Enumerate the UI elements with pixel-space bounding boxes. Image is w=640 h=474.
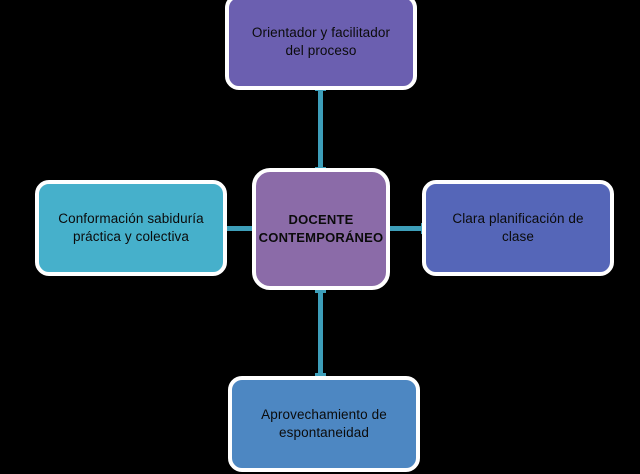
node-bottom-label: Aprovechamiento de espontaneidad <box>261 406 387 440</box>
connector-center-to-left <box>222 226 258 231</box>
connector-center-to-top <box>318 86 323 172</box>
node-docente-contemporaneo[interactable]: DOCENTE CONTEMPORÁNEO <box>252 168 390 290</box>
connector-center-to-bottom <box>318 288 323 378</box>
node-center-label: DOCENTE CONTEMPORÁNEO <box>258 211 384 245</box>
node-clara-planificacion[interactable]: Clara planificación de clase <box>422 180 614 276</box>
node-orientador-facilitador[interactable]: Orientador y facilitador del proceso <box>225 0 417 90</box>
connector-cap-bottom-upper <box>315 288 326 293</box>
node-left-label: Conformación sabiduría práctica y colect… <box>58 210 204 244</box>
connector-cap-bottom-lower <box>315 373 326 378</box>
node-top-label: Orientador y facilitador del proceso <box>251 24 391 58</box>
node-aprovechamiento-espontaneidad[interactable]: Aprovechamiento de espontaneidad <box>228 376 420 472</box>
connector-center-to-right <box>384 226 426 231</box>
node-conformacion-sabiduria[interactable]: Conformación sabiduría práctica y colect… <box>35 180 227 276</box>
node-right-label: Clara planificación de clase <box>452 210 584 244</box>
